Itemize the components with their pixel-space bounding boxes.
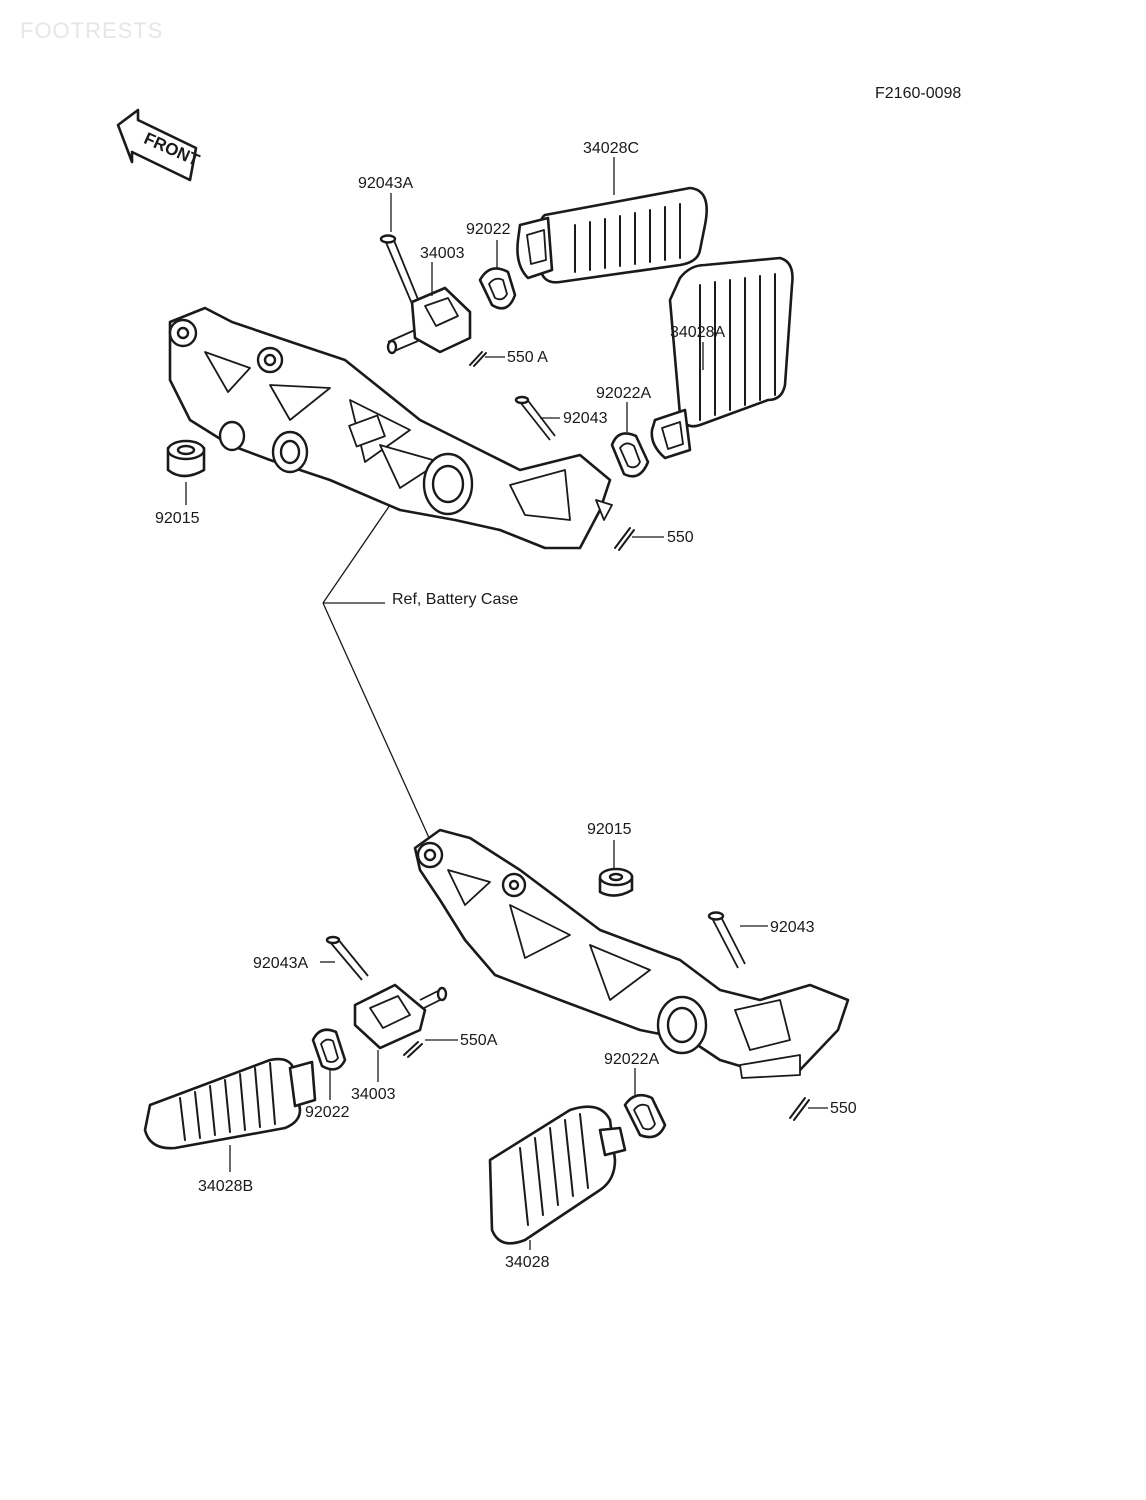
label-upper-34028C: 34028C: [583, 140, 639, 157]
label-upper-34003: 34003: [420, 245, 465, 262]
lower-pin-92043: [707, 911, 746, 969]
label-lower-92022A: 92022A: [604, 1051, 659, 1068]
label-upper-550A: 550 A: [507, 349, 548, 366]
label-lower-92043: 92043: [770, 919, 815, 936]
upper-bracket: [168, 306, 613, 550]
label-lower-550A: 550A: [460, 1032, 498, 1049]
lower-footpeg-34028B: [143, 1057, 317, 1150]
lower-pin-92043A: [325, 935, 369, 981]
label-upper-92015: 92015: [155, 510, 200, 527]
upper-washer-92022: [478, 267, 517, 310]
upper-leader-lines: [185, 157, 704, 538]
label-upper-550: 550: [667, 529, 694, 546]
lower-footrest-assembly: [143, 828, 850, 1245]
label-lower-34003: 34003: [351, 1086, 396, 1103]
lower-spacer-92015: [598, 867, 634, 897]
upper-footpeg-34028C: [516, 186, 708, 284]
upper-clevis-34003: [386, 286, 472, 355]
lower-footpeg-34028: [488, 1105, 627, 1245]
label-lower-92043A: 92043A: [253, 955, 308, 972]
reference-note: Ref, Battery Case: [392, 591, 518, 608]
upper-pin-92043: [514, 395, 556, 441]
watermark-title: FOOTRESTS: [20, 18, 163, 43]
lower-clevis-34003: [353, 983, 448, 1050]
label-upper-92043A: 92043A: [358, 175, 413, 192]
label-lower-34028: 34028: [505, 1254, 550, 1271]
upper-washer-92022A: [610, 432, 650, 478]
lower-cotter-550A: [403, 1041, 423, 1058]
lower-washer-92022: [311, 1028, 347, 1071]
upper-spacer-92015: [166, 439, 206, 478]
lower-cotter-550: [789, 1097, 810, 1121]
lower-washer-92022A: [623, 1093, 667, 1139]
upper-cotter-550A: [469, 351, 487, 367]
label-lower-550: 550: [830, 1100, 857, 1117]
label-upper-34028A: 34028A: [670, 324, 725, 341]
upper-cotter-550: [614, 527, 635, 551]
upper-footrest-assembly: [166, 186, 794, 551]
upper-footpeg-34028A: [650, 256, 794, 460]
lower-leader-lines: [229, 840, 828, 1250]
label-upper-92022: 92022: [466, 221, 511, 238]
figure-code: F2160-0098: [875, 85, 961, 102]
label-upper-92043: 92043: [563, 410, 608, 427]
lower-bracket: [413, 828, 850, 1079]
front-arrow-icon: FRONT: [116, 108, 203, 182]
label-lower-92015: 92015: [587, 821, 632, 838]
label-upper-92022A: 92022A: [596, 385, 651, 402]
label-lower-92022: 92022: [305, 1104, 350, 1121]
label-lower-34028B: 34028B: [198, 1178, 253, 1195]
reference-connector: [322, 504, 431, 841]
